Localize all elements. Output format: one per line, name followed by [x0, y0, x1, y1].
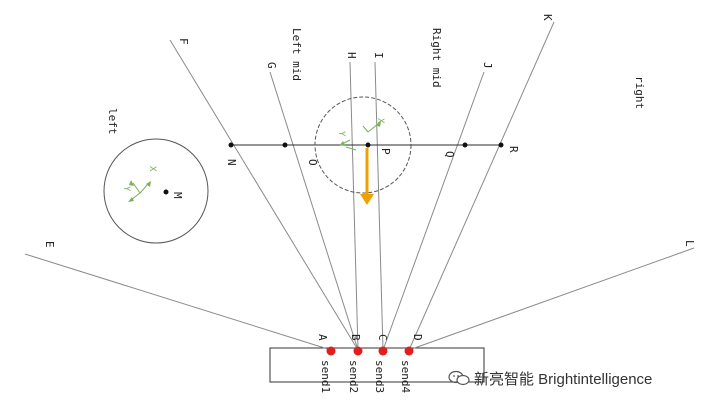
watermark: 新亮智能 Brightintelligence [448, 368, 652, 389]
point-label-Q: Q [443, 151, 456, 158]
object-label-M: M [171, 192, 184, 199]
sensor-dot-A [326, 346, 336, 356]
point-label-R: R [507, 146, 520, 153]
object-circle-mid [314, 96, 412, 194]
ray-label-E: E [43, 241, 56, 248]
ray-E [24, 253, 332, 351]
point-label-N: N [225, 159, 238, 166]
send-label-4: send4 [399, 360, 412, 393]
point-label-O: O [306, 159, 319, 166]
zone-label-right: right [633, 76, 646, 109]
ray-label-J: J [481, 62, 494, 69]
ray-label-F: F [177, 38, 190, 45]
ray-H [349, 61, 359, 351]
sensor-label-D: D [411, 334, 424, 341]
detection-rays [24, 21, 695, 351]
axis-label-y-mid: Y [336, 131, 346, 137]
ray-label-L: L [683, 240, 696, 247]
axis-label-x-left: X [147, 166, 157, 172]
send-label-2: send2 [347, 360, 360, 393]
sensor-dot-D [404, 346, 414, 356]
ray-F [169, 39, 359, 351]
ray-label-G: G [265, 62, 278, 69]
zone-label-right-mid: Right mid [430, 28, 443, 88]
chat-bubble-icon [448, 370, 470, 386]
point-N [228, 142, 234, 148]
object-center-M [163, 189, 169, 195]
ray-I [374, 61, 384, 351]
point-label-P: P [379, 148, 392, 155]
sensor-board [269, 347, 485, 383]
send-label-3: send3 [373, 360, 386, 393]
point-Q [462, 142, 468, 148]
point-R [498, 142, 504, 148]
point-P [365, 142, 371, 148]
object-circle-left [103, 138, 209, 244]
sensor-label-C: C [376, 334, 389, 341]
ray-L [408, 247, 695, 351]
axis-glyph-left [128, 180, 169, 202]
sensor-label-B: B [349, 334, 362, 341]
sensor-dot-C [378, 346, 388, 356]
ray-label-K: K [541, 14, 554, 21]
sensor-dot-B [353, 346, 363, 356]
ray-K [408, 21, 555, 351]
motion-arrow [360, 148, 374, 205]
axis-label-y-left: Y [121, 186, 131, 192]
ray-G [269, 71, 359, 351]
send-label-1: send1 [319, 360, 332, 393]
axis-glyph-mid [339, 121, 381, 151]
zone-label-left: left [106, 108, 119, 135]
zone-label-left-mid: Left mid [290, 28, 303, 81]
sensor-label-A: A [316, 334, 329, 341]
point-O [282, 142, 288, 148]
axis-label-x-mid: X [375, 118, 385, 124]
ray-label-H: H [345, 52, 358, 59]
ray-label-I: I [372, 52, 385, 59]
ray-J [382, 71, 485, 351]
watermark-text: 新亮智能 Brightintelligence [474, 371, 653, 388]
